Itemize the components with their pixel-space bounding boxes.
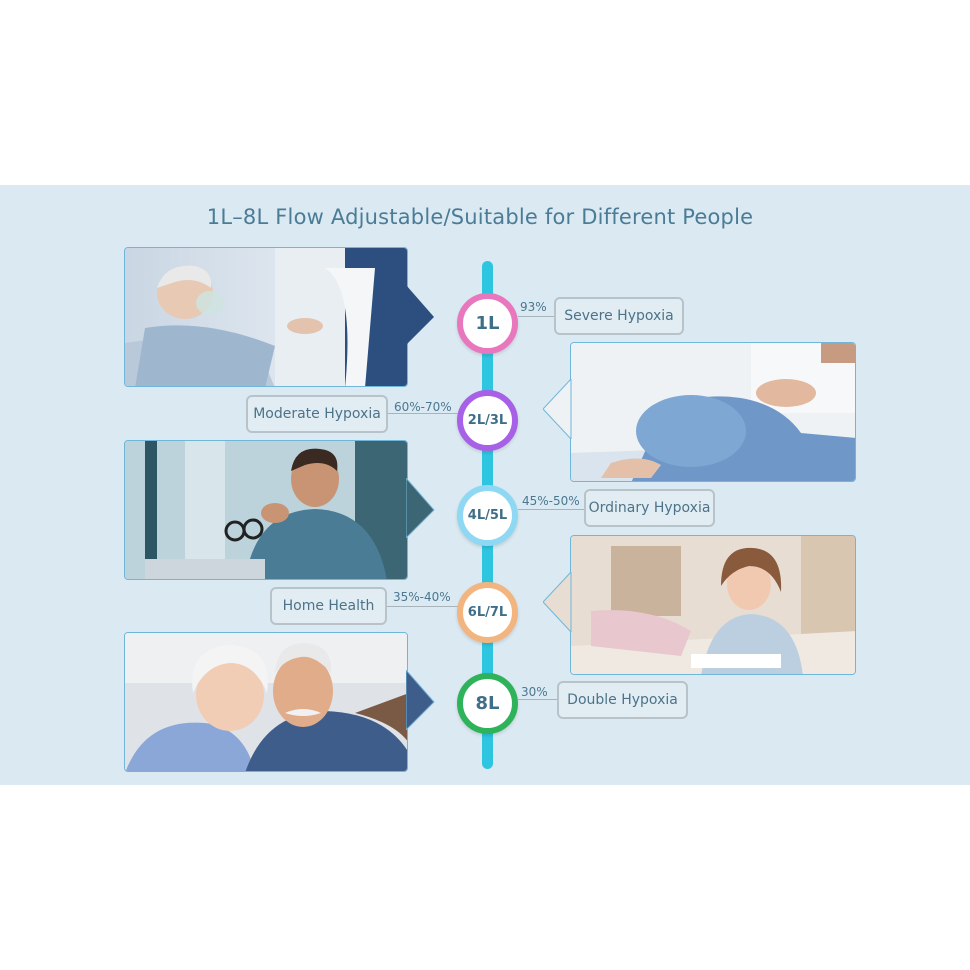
connector-line — [518, 699, 560, 700]
tired-man-photo — [124, 440, 408, 580]
flow-node-6l-7l: 6L/7L — [457, 582, 518, 643]
oxygen-percent: 30% — [521, 685, 548, 699]
flow-label: 6L/7L — [467, 605, 508, 620]
infographic-panel: 1L–8L Flow Adjustable/Suitable for Diffe… — [0, 185, 970, 785]
label-moderate-hypoxia: Moderate Hypoxia — [246, 395, 388, 433]
oxygen-percent: 60%-70% — [394, 400, 452, 414]
label-ordinary-hypoxia: Ordinary Hypoxia — [584, 489, 715, 527]
oxygen-percent: 35%-40% — [393, 590, 451, 604]
label-double-hypoxia: Double Hypoxia — [557, 681, 688, 719]
photo-pointer — [543, 572, 572, 632]
flow-label: 2L/3L — [467, 413, 508, 428]
label-severe-hypoxia: Severe Hypoxia — [554, 297, 684, 335]
connector-line — [386, 413, 458, 414]
oxygen-percent: 93% — [520, 300, 547, 314]
girl-studying-photo — [570, 535, 856, 675]
flow-node-4l-5l: 4L/5L — [457, 485, 518, 546]
flow-node-1l: 1L — [457, 293, 518, 354]
photo-pointer — [406, 670, 435, 730]
photo-pointer — [543, 379, 572, 439]
flow-label: 4L/5L — [467, 508, 508, 523]
photo-pointer — [406, 478, 435, 538]
flow-label: 8L — [475, 693, 500, 714]
pregnant-woman-photo — [570, 342, 856, 482]
photo-pointer — [406, 285, 434, 345]
elderly-couple-photo — [124, 632, 408, 772]
connector-line — [385, 606, 458, 607]
connector-line — [518, 316, 556, 317]
label-home-health: Home Health — [270, 587, 387, 625]
flow-label: 1L — [475, 313, 500, 334]
flow-node-8l: 8L — [457, 673, 518, 734]
page-title: 1L–8L Flow Adjustable/Suitable for Diffe… — [206, 205, 754, 229]
flow-node-2l-3l: 2L/3L — [457, 390, 518, 451]
connector-line — [518, 509, 586, 510]
hospital-patient-photo — [124, 247, 408, 387]
oxygen-percent: 45%-50% — [522, 494, 580, 508]
